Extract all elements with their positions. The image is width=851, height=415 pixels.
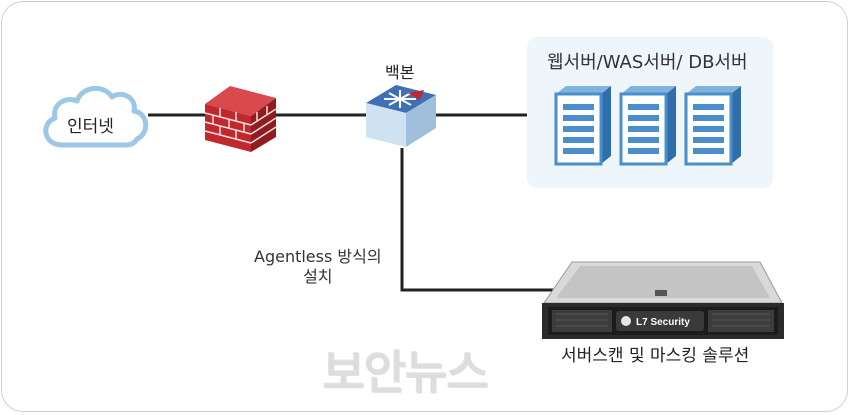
rack-appliance-icon: L7 Security — [542, 261, 784, 339]
server-icon — [554, 86, 611, 166]
backbone-label: 백본 — [385, 63, 415, 82]
cloud-icon — [43, 86, 149, 148]
connection-lines — [148, 113, 560, 292]
appliance-label: 서버스캔 및 마스킹 솔루션 — [561, 346, 750, 366]
install-note-line2: 설치 — [303, 267, 333, 286]
watermark: 보안뉴스 — [322, 345, 488, 399]
servers-label: 웹서버/WAS서버/ DB서버 — [547, 52, 748, 73]
appliance-brand-text: L7 Security — [636, 317, 690, 328]
internet-label: 인터넷 — [67, 117, 114, 137]
install-note-line1: Agentless 방식의 — [254, 247, 382, 266]
server-icon — [684, 86, 741, 166]
install-note: Agentless 방식의 설치 — [254, 247, 382, 287]
firewall-icon — [204, 86, 277, 152]
line-backbone-appliance — [400, 148, 560, 292]
server-icon — [619, 86, 676, 166]
backbone-switch-icon — [366, 85, 436, 147]
